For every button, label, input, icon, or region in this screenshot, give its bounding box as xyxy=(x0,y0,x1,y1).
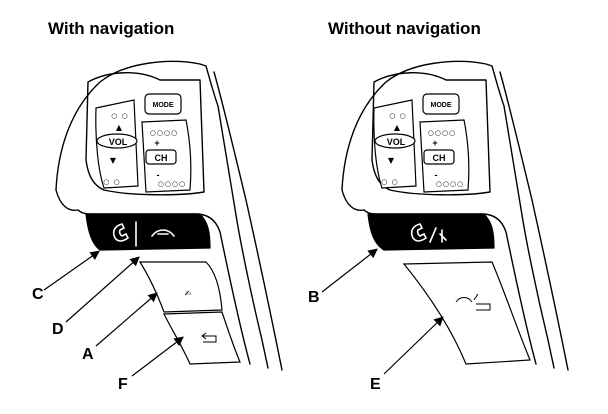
right-spoke-inner xyxy=(363,209,537,365)
right-mode-label: MODE xyxy=(431,102,452,109)
right-hangup-back-icon xyxy=(455,293,491,311)
left-spoke-outer-rim xyxy=(213,71,283,371)
left-vol-down-icon: ▼ xyxy=(110,156,117,165)
callout-b: B xyxy=(308,289,320,306)
callout-a-arrow xyxy=(95,292,158,347)
callout-f: F xyxy=(118,376,128,393)
left-phone-block[interactable] xyxy=(85,213,211,251)
left-vol-dots-top: ○ ○ xyxy=(111,112,128,120)
left-spoke-inner xyxy=(77,209,251,365)
left-vol-pill xyxy=(96,133,138,149)
right-spoke-lower-edge xyxy=(341,189,365,212)
right-ch-dots-top: ○○○○ xyxy=(428,129,456,137)
left-talk-icon: ✍ xyxy=(185,289,192,298)
right-ch-plus: + xyxy=(432,138,437,148)
left-back-button[interactable] xyxy=(163,311,241,365)
right-ch-label: CH xyxy=(433,153,446,163)
callout-e: E xyxy=(370,376,381,393)
left-vol-up-icon: ▲ xyxy=(116,123,123,132)
left-mode-label: MODE xyxy=(153,102,174,109)
left-switch-housing xyxy=(85,72,205,196)
right-pickup-icon xyxy=(410,223,428,242)
right-panel: Without navigation MODE ○ ○ ▲ VOL ▼ ○ ○ … xyxy=(308,19,569,393)
right-vol-dots-bottom: ○ ○ xyxy=(381,178,398,186)
right-switch-housing xyxy=(371,72,491,196)
right-ch-dots-bottom: ○○○○ xyxy=(436,180,464,188)
left-ch-label: CH xyxy=(155,153,168,163)
right-panel-title: Without navigation xyxy=(328,19,481,38)
left-pickup-icon xyxy=(112,223,130,242)
left-ch-minus: - xyxy=(157,170,160,180)
left-back-icon xyxy=(201,332,217,343)
left-panel-title: With navigation xyxy=(48,19,174,38)
callout-d: D xyxy=(52,321,64,338)
left-ch-plus: + xyxy=(154,138,159,148)
right-talk-icon xyxy=(429,227,447,243)
left-spoke-lower-edge xyxy=(55,189,79,212)
left-ch-dots-top: ○○○○ xyxy=(150,129,178,137)
right-hangup-back-button[interactable] xyxy=(402,261,531,365)
left-panel: With navigation MODE ○ ○ ▲ VOL ▼ ○ ○ ○○○… xyxy=(32,19,283,393)
right-spoke-outer-rim xyxy=(499,71,569,371)
right-spoke-outline xyxy=(341,60,555,369)
right-vol-pill xyxy=(374,133,416,149)
callout-c: C xyxy=(32,286,44,303)
left-ch-dots-bottom: ○○○○ xyxy=(158,180,186,188)
callout-c-arrow xyxy=(43,250,100,291)
right-ch-minus: - xyxy=(435,170,438,180)
right-vol-label: VOL xyxy=(387,137,406,147)
right-pickup-talk-button[interactable] xyxy=(367,213,495,251)
left-vol-dots-bottom: ○ ○ xyxy=(103,178,120,186)
right-vol-down-icon: ▼ xyxy=(388,156,395,165)
right-mode-button[interactable] xyxy=(422,93,460,115)
left-vol-label: VOL xyxy=(109,137,128,147)
left-talk-button[interactable] xyxy=(138,261,223,313)
left-spoke-outline xyxy=(55,60,269,369)
left-hangup-icon xyxy=(151,229,175,237)
callout-d-arrow xyxy=(65,256,140,323)
callout-f-arrow xyxy=(131,336,184,377)
left-ch-pill xyxy=(145,149,177,165)
right-ch-pill xyxy=(423,149,455,165)
callout-e-arrow xyxy=(383,316,444,375)
right-vol-up-icon: ▲ xyxy=(394,123,401,132)
callout-b-arrow xyxy=(321,248,378,293)
callout-a: A xyxy=(82,346,94,363)
left-mode-button[interactable] xyxy=(144,93,182,115)
right-vol-dots-top: ○ ○ xyxy=(389,112,406,120)
